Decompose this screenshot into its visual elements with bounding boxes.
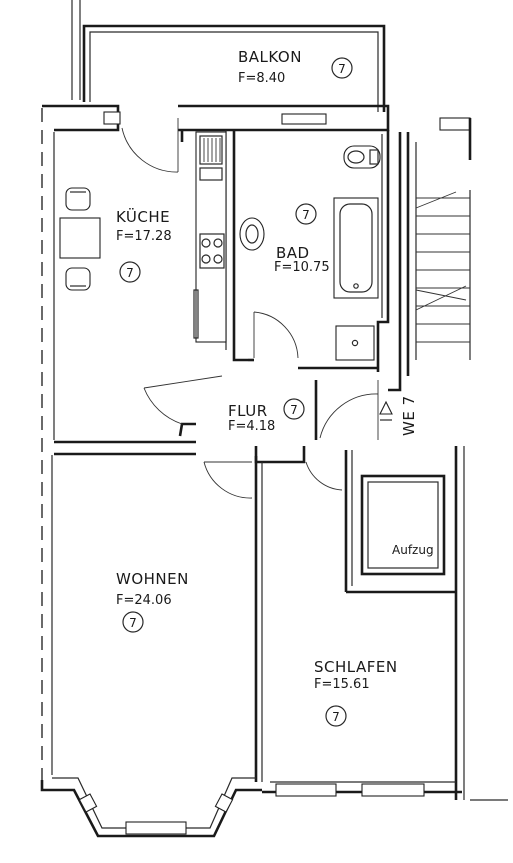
room-name-flur: FLUR [228,402,268,420]
unit-number: 7 [338,62,346,76]
dining-set [59,187,101,291]
bathroom [239,130,390,372]
elevator-shaft [360,474,446,576]
room-balkon: BALKON F=8.40 7 [238,48,353,86]
unit-badge [331,57,353,79]
unit-number: 7 [302,208,310,222]
toilet [343,145,381,169]
room-area-schlafen: F=15.61 [314,677,370,692]
bedroom-walls [262,446,508,801]
room-area-bad: F=10.75 [274,260,330,275]
washbasin [239,217,265,251]
room-aufzug: Aufzug [392,543,434,557]
unit-badge [325,705,347,727]
room-area-balkon: F=8.40 [238,71,285,86]
stair-treads [415,191,470,343]
unit-badge [119,261,141,283]
kitchen-lower-wall [54,375,223,444]
room-name-wohnen: WOHNEN [116,570,189,588]
room-flur: FLUR 7 F=4.18 [228,398,305,434]
staircase [388,117,472,392]
room-area-kueche: F=17.28 [116,229,172,244]
hall-walls [203,380,379,499]
unit-number: 7 [290,403,298,417]
outer-left-wall [41,108,55,780]
stove-burners [201,238,223,264]
unit-badge [283,398,305,420]
room-name-schlafen: SCHLAFEN [314,658,398,676]
room-name-kueche: KÜCHE [116,207,170,226]
living-room-walls [40,452,263,838]
unit-number: 7 [332,710,340,724]
room-schlafen: SCHLAFEN F=15.61 7 [314,658,398,727]
entry-arrow [379,400,393,415]
unit-number: 7 [129,616,137,630]
room-area-wohnen: F=24.06 [116,593,172,608]
bathtub [333,197,379,299]
room-kueche: KÜCHE F=17.28 7 [116,207,172,283]
room-bad: 7 BAD F=10.75 [274,203,330,275]
room-name-balkon: BALKON [238,48,302,66]
unit-badge [295,203,317,225]
room-name-bad: BAD [276,244,310,262]
sink-grid [203,138,221,162]
room-wohnen: WOHNEN F=24.06 7 [116,570,189,633]
kitchen-counter [193,131,227,343]
room-area-flur: F=4.18 [228,419,275,434]
room-name-aufzug: Aufzug [392,543,434,557]
unit-badge [122,611,144,633]
unit-number: 7 [126,266,134,280]
shower-tray [335,325,375,361]
balcony [71,0,386,112]
unit-label: WE 7 [400,395,418,436]
